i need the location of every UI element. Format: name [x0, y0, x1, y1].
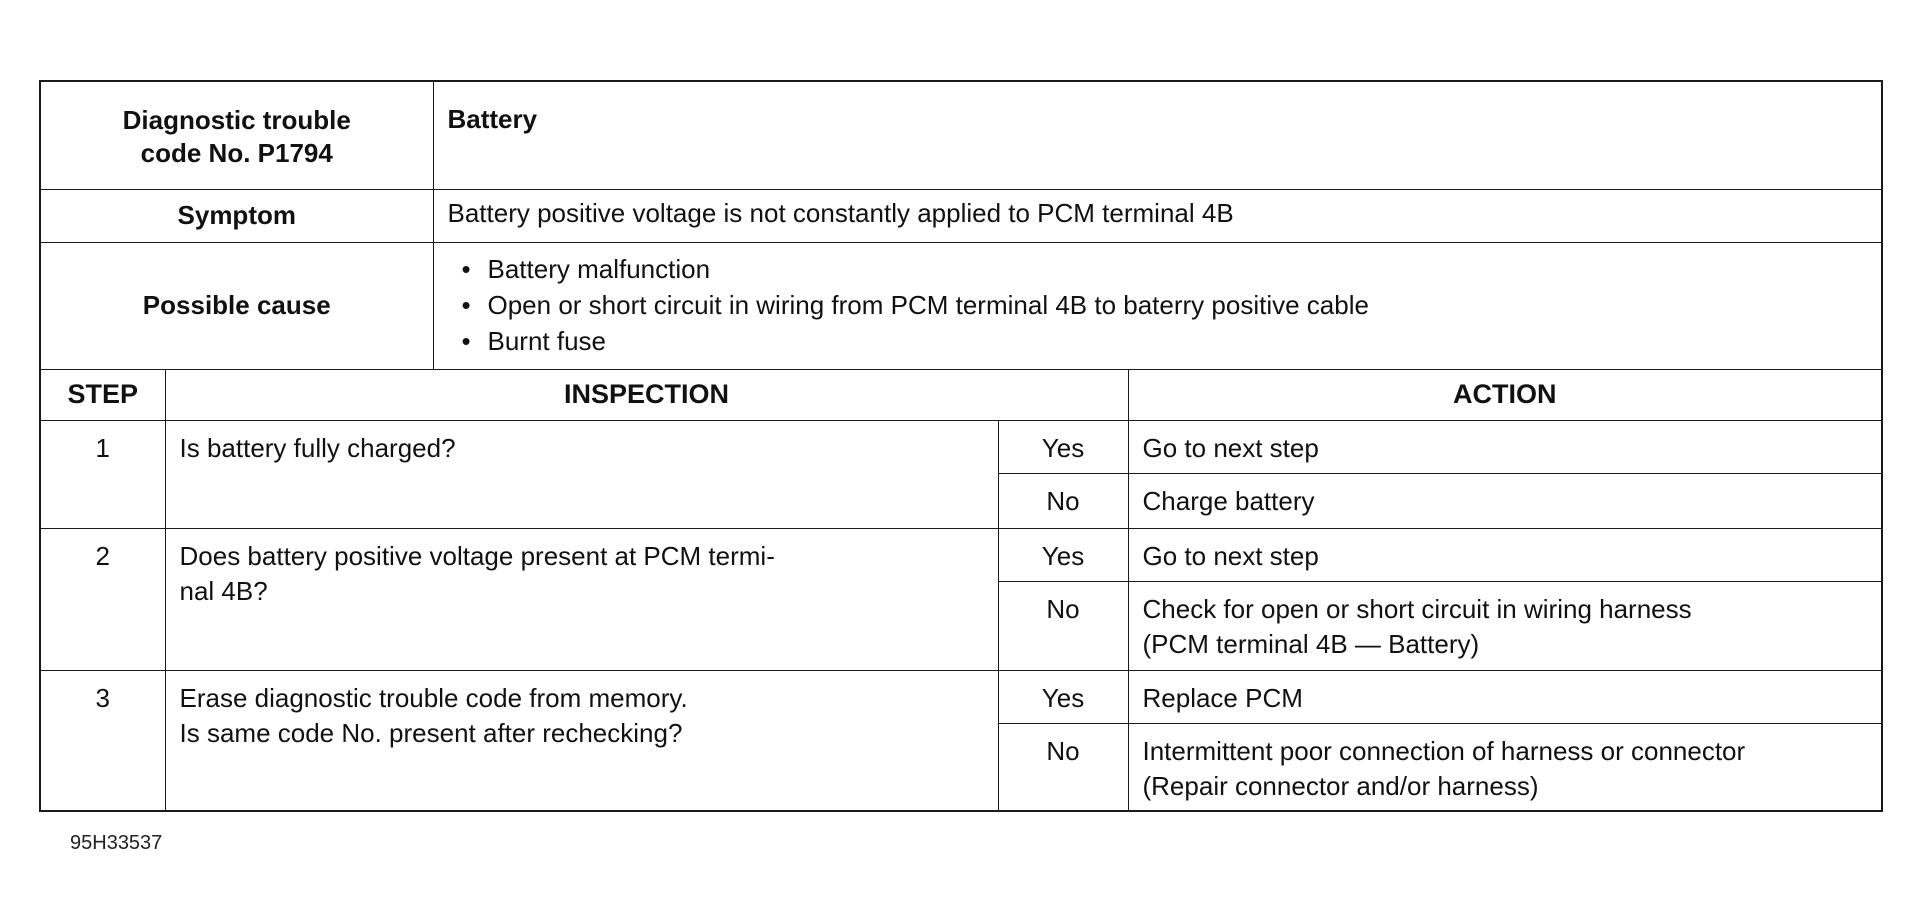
- step-number: 3: [39, 669, 166, 811]
- inspection-text: Does battery positive voltage present at…: [164, 527, 999, 671]
- no-label: No: [997, 722, 1129, 811]
- cause-text: Open or short circuit in wiring from PCM…: [487, 289, 1369, 320]
- yes-action: Go to next step: [1127, 527, 1883, 582]
- dtc-row: Diagnostic trouble code No. P1794 Batter…: [39, 80, 1883, 190]
- inspection-column-header: INSPECTION: [164, 368, 1129, 421]
- step-column-header: STEP: [39, 368, 166, 421]
- symptom-row: Symptom Battery positive voltage is not …: [39, 188, 1883, 243]
- table-row: 3 Erase diagnostic trouble code from mem…: [39, 669, 1883, 811]
- action-line: (PCM terminal 4B — Battery): [1142, 628, 1480, 659]
- yes-label: Yes: [997, 527, 1129, 582]
- dtc-label-line1: Diagnostic trouble: [122, 105, 351, 135]
- cause-text: Battery malfunction: [487, 253, 711, 284]
- list-item: • Burnt fuse: [462, 323, 1882, 359]
- bullet-icon: •: [461, 325, 471, 356]
- action-line: Check for open or short circuit in wirin…: [1142, 593, 1692, 624]
- no-action: Charge battery: [1127, 472, 1883, 529]
- inspection-text: Erase diagnostic trouble code from memor…: [164, 669, 999, 811]
- table-row: No Charge battery: [40, 472, 1883, 529]
- no-label: No: [997, 472, 1129, 529]
- cause-text: Burnt fuse: [487, 325, 607, 356]
- action-line: Charge battery: [1142, 485, 1315, 516]
- yes-action: Go to next step: [1127, 419, 1883, 474]
- step-number: 2: [39, 527, 166, 671]
- no-action: Check for open or short circuit in wirin…: [1127, 580, 1883, 671]
- symptom-value: Battery positive voltage is not constant…: [432, 188, 1883, 243]
- figure-id: 95H33537: [70, 832, 163, 854]
- yes-label: Yes: [997, 419, 1129, 474]
- inspection-line: Is battery fully charged?: [179, 432, 456, 463]
- bullet-icon: •: [461, 289, 471, 320]
- no-label: No: [997, 580, 1129, 671]
- table-row: 2 Does battery positive voltage present …: [39, 527, 1883, 671]
- yes-action: Replace PCM: [1127, 669, 1883, 724]
- inspection-line: Erase diagnostic trouble code from memor…: [179, 682, 688, 713]
- diagnostic-table: Diagnostic trouble code No. P1794 Batter…: [39, 80, 1883, 812]
- inspection-line: nal 4B?: [179, 575, 268, 606]
- possible-cause-list: • Battery malfunction • Open or short circ…: [448, 243, 1882, 367]
- list-item: • Battery malfunction: [462, 251, 1882, 287]
- inspection-text: Is battery fully charged?: [164, 419, 999, 529]
- table-row: 1 Is battery fully charged? Yes Go to ne…: [39, 419, 1883, 529]
- diagnostic-procedure-sheet: Diagnostic trouble code No. P1794 Batter…: [39, 80, 1883, 812]
- action-line: Intermittent poor connection of harness …: [1142, 735, 1746, 766]
- dtc-value: Battery: [432, 80, 1883, 190]
- column-header-row: STEP INSPECTION ACTION: [39, 368, 1883, 421]
- inspection-line: Does battery positive voltage present at…: [179, 540, 775, 571]
- no-action: Intermittent poor connection of harness …: [1127, 722, 1883, 811]
- bullet-icon: •: [461, 253, 471, 284]
- action-line: (Repair connector and/or harness): [1142, 770, 1539, 801]
- dtc-label-line2: code No. P1794: [140, 138, 333, 168]
- possible-cause-list-cell: • Battery malfunction • Open or short circ…: [432, 241, 1883, 370]
- possible-cause-label: Possible cause: [39, 241, 434, 370]
- step-number: 1: [39, 419, 166, 529]
- yes-label: Yes: [997, 669, 1129, 724]
- table-row: No Intermittent poor connection of harne…: [40, 722, 1883, 811]
- dtc-label: Diagnostic trouble code No. P1794: [39, 80, 434, 190]
- list-item: • Open or short circuit in wiring from PC…: [462, 287, 1882, 323]
- action-column-header: ACTION: [1127, 368, 1883, 421]
- inspection-line: Is same code No. present after recheckin…: [179, 717, 683, 748]
- symptom-label: Symptom: [39, 188, 434, 243]
- possible-cause-row: Possible cause • Battery malfunction • Ope…: [39, 241, 1883, 370]
